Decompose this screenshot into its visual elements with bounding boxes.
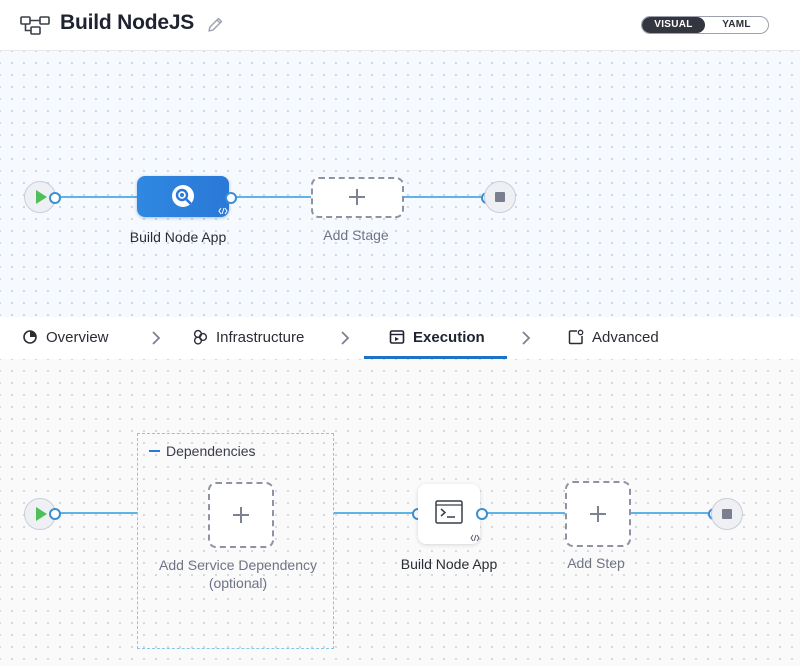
step-label: Build Node App (400, 556, 498, 572)
connector-port (49, 508, 61, 520)
connector-port (225, 192, 237, 204)
chevron-right-icon (522, 331, 531, 345)
advanced-icon (568, 329, 584, 345)
connector-line (334, 512, 418, 514)
stage-tabs: Overview Infrastructure Execution Advanc… (0, 317, 800, 360)
connector-port (49, 192, 61, 204)
stage-canvas[interactable] (0, 51, 800, 317)
pipeline-icon (20, 16, 50, 35)
ci-build-icon (172, 185, 194, 207)
execution-end-node (711, 498, 743, 530)
tab-infrastructure[interactable]: Infrastructure (192, 317, 304, 357)
add-stage-button[interactable] (311, 177, 404, 218)
execution-icon (389, 330, 405, 344)
add-step-button[interactable] (565, 481, 631, 547)
visual-toggle-option[interactable]: VISUAL (642, 17, 705, 33)
chevron-right-icon (152, 331, 161, 345)
tab-label: Infrastructure (216, 328, 305, 346)
active-tab-indicator (364, 356, 507, 359)
overview-icon (23, 330, 37, 344)
add-service-dependency-button[interactable] (208, 482, 274, 548)
visual-yaml-toggle[interactable]: VISUAL YAML (641, 16, 769, 34)
pipeline-end-node (484, 181, 516, 213)
connector-line (58, 512, 138, 514)
step-node-build-node-app[interactable] (418, 484, 480, 544)
code-icon (470, 534, 480, 542)
tab-label: Execution (413, 328, 485, 346)
plus-icon (588, 504, 608, 524)
stage-node-build-node-app[interactable] (137, 176, 229, 217)
add-step-label: Add Step (567, 555, 625, 571)
add-service-dependency-label: Add Service Dependency (optional) (143, 556, 333, 592)
pencil-icon[interactable] (205, 15, 225, 35)
plus-icon (347, 187, 367, 207)
infrastructure-icon (193, 329, 208, 345)
connector-line (484, 512, 565, 514)
code-icon (218, 207, 228, 215)
tab-overview[interactable]: Overview (22, 317, 109, 357)
tab-advanced[interactable]: Advanced (568, 317, 659, 357)
stage-label: Build Node App (129, 229, 227, 245)
connector-port (476, 508, 488, 520)
connector-line (628, 512, 712, 514)
pipeline-title: Build NodeJS (60, 11, 195, 34)
add-service-dependency-optional-text: (optional) (208, 575, 268, 591)
dependencies-title: Dependencies (166, 443, 256, 459)
add-service-dependency-text: Add Service Dependency (159, 557, 317, 573)
dependencies-group (137, 433, 334, 649)
yaml-toggle-option[interactable]: YAML (722, 19, 751, 30)
terminal-icon (435, 500, 463, 524)
connector-line (402, 196, 482, 198)
add-stage-label: Add Stage (323, 227, 389, 243)
collapse-icon[interactable] (149, 450, 160, 452)
tab-label: Overview (46, 328, 109, 346)
connector-line (233, 196, 311, 198)
tab-execution[interactable]: Execution (389, 317, 485, 357)
tab-label: Advanced (592, 328, 659, 346)
plus-icon (231, 505, 251, 525)
chevron-right-icon (341, 331, 350, 345)
connector-line (58, 196, 137, 198)
